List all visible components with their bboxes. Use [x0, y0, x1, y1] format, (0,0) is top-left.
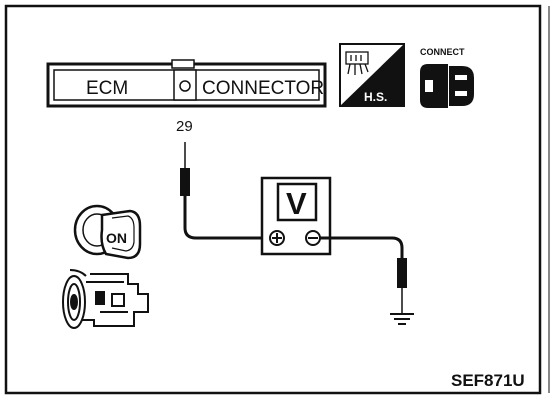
- connect-badge: CONNECT: [420, 47, 474, 108]
- connector-latch-icon: [179, 80, 191, 92]
- ignition-on-label: ON: [106, 230, 127, 246]
- harness-side-label: H.S.: [364, 90, 387, 104]
- connector-plug-icon: [420, 64, 474, 108]
- voltmeter: V: [260, 176, 332, 256]
- negative-terminal-icon: [305, 230, 321, 246]
- ecm-connector: ECM CONNECTOR: [46, 59, 327, 108]
- harness-side-badge: H.S.: [339, 43, 405, 107]
- ecm-label: ECM: [86, 78, 128, 99]
- positive-terminal-icon: [269, 230, 285, 246]
- diagram-frame: [4, 4, 542, 395]
- negative-test-lead: [320, 236, 407, 314]
- ignition-key-icon: ON: [73, 204, 142, 260]
- figure-code: SEF871U: [451, 371, 525, 390]
- connector-label: CONNECTOR: [202, 78, 324, 99]
- voltmeter-symbol: V: [286, 186, 307, 221]
- engine-icon: [62, 269, 149, 329]
- terminal-number: 29: [176, 118, 193, 135]
- ground-icon: [390, 313, 414, 325]
- harness-connector-icon: [345, 51, 369, 75]
- connect-label: CONNECT: [420, 47, 465, 57]
- positive-test-lead: [180, 142, 268, 240]
